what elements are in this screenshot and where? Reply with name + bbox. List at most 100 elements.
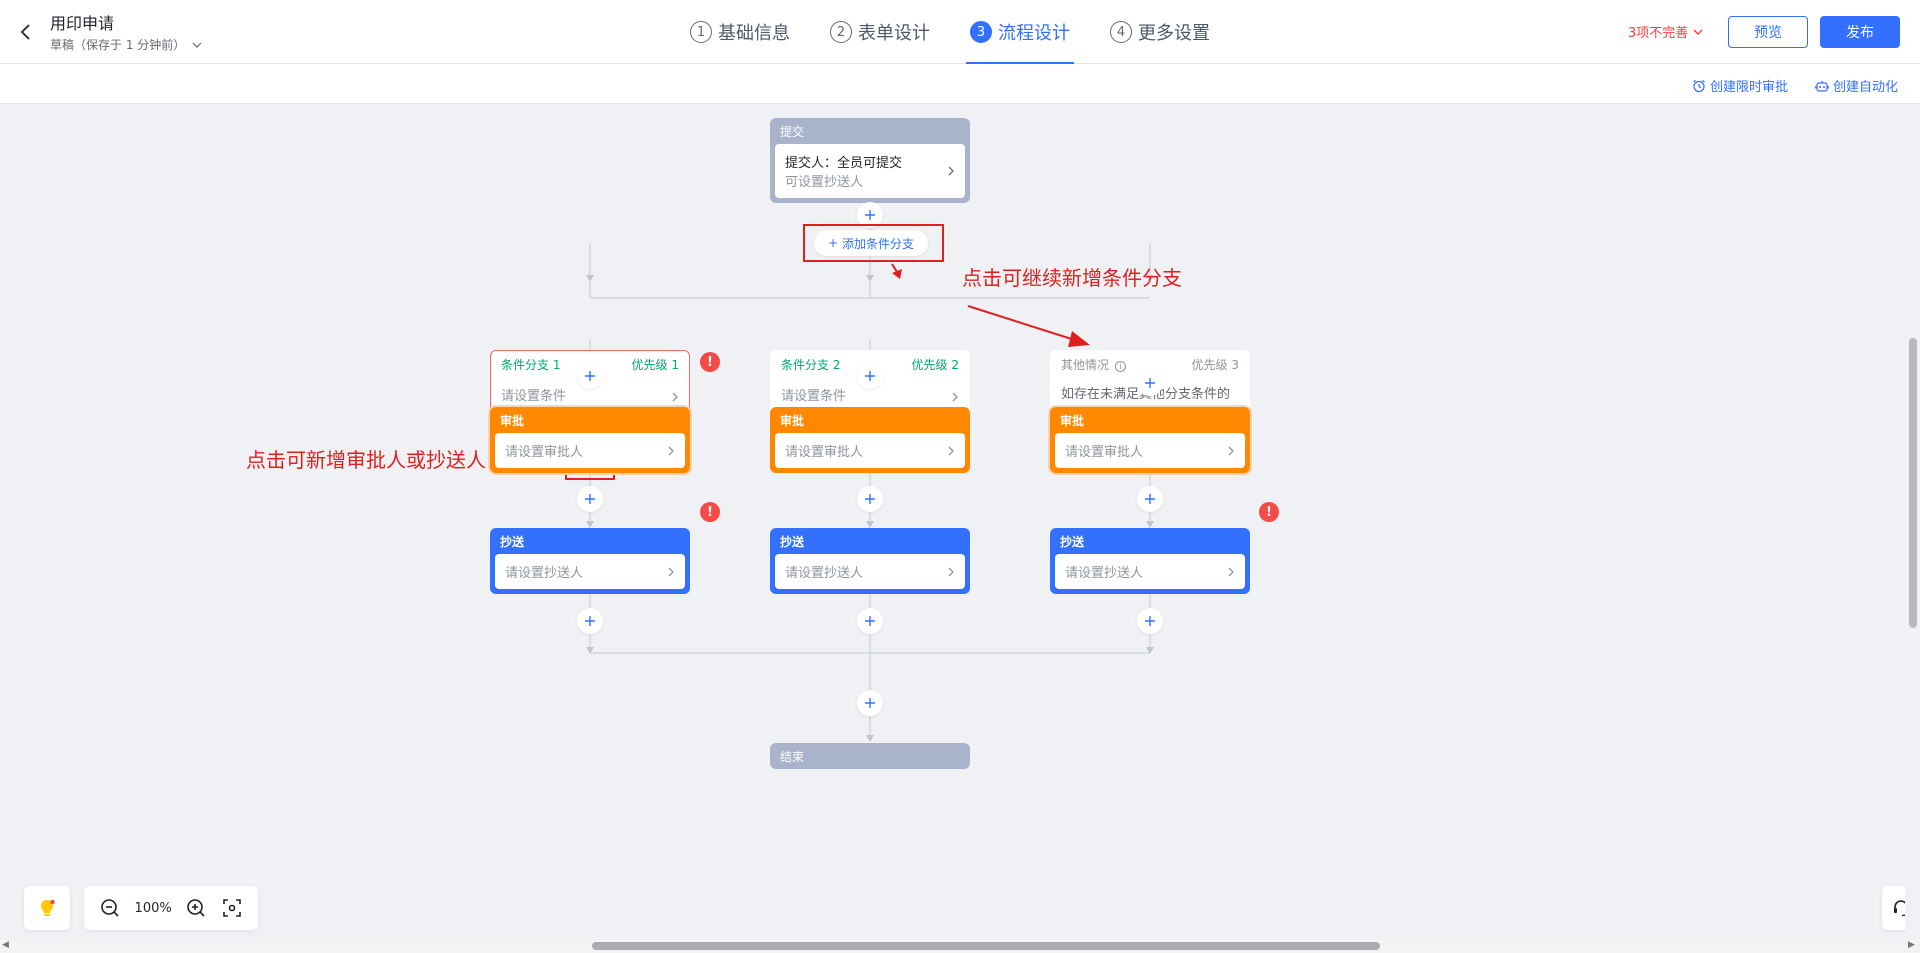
- add-node-button[interactable]: [1137, 608, 1163, 634]
- condition-branch-priority: 优先级 1: [631, 357, 679, 372]
- publish-button[interactable]: 发布: [1820, 16, 1900, 48]
- back-icon[interactable]: [14, 20, 38, 44]
- step-number: 1: [690, 21, 712, 43]
- chevron-right-icon: [672, 392, 678, 401]
- cc-hint-text: 可设置抄送人: [785, 175, 864, 190]
- cc-node-body[interactable]: 请设置抄送人: [1055, 554, 1245, 589]
- fit-screen-icon[interactable]: [221, 897, 243, 919]
- tab-form-design[interactable]: 2 表单设计: [830, 0, 930, 64]
- add-node-button[interactable]: [857, 363, 883, 389]
- horizontal-scrollbar-thumb[interactable]: [592, 942, 1380, 950]
- chevron-right-icon: [668, 446, 674, 455]
- cc-node-title: 抄送: [500, 534, 525, 549]
- approve-node-body[interactable]: 请设置审批人: [495, 433, 685, 468]
- lightbulb-icon: [41, 899, 55, 916]
- condition-branch-priority: 优先级 3: [1191, 357, 1239, 372]
- chevron-down-icon: [192, 42, 202, 48]
- tab-basic-info[interactable]: 1 基础信息: [690, 0, 790, 64]
- approver-placeholder: 请设置审批人: [505, 445, 584, 460]
- flow-connectors: [519, 189, 1154, 742]
- add-node-button[interactable]: [857, 202, 883, 228]
- plus-icon: [865, 698, 875, 708]
- add-node-button[interactable]: [857, 486, 883, 512]
- plus-icon: [585, 494, 595, 504]
- plus-icon: [865, 210, 875, 220]
- plus-icon: [1145, 378, 1155, 388]
- create-timed-approval-link[interactable]: 创建限时审批: [1692, 76, 1788, 95]
- annotation-add-branch-hint: 点击可继续新增条件分支: [962, 266, 1182, 290]
- tab-more-settings[interactable]: 4 更多设置: [1110, 0, 1210, 64]
- cc-node-2[interactable]: 抄送 请设置抄送人: [770, 528, 970, 594]
- annotation-highlight-box: [803, 224, 944, 262]
- create-automation-label: 创建自动化: [1833, 80, 1899, 95]
- plus-icon: [585, 616, 595, 626]
- create-automation-link[interactable]: 创建自动化: [1815, 76, 1898, 95]
- cc-node-body[interactable]: 请设置抄送人: [495, 554, 685, 589]
- approve-node-2[interactable]: 审批 请设置审批人: [770, 407, 970, 473]
- draft-status[interactable]: 草稿（保存于 1 分钟前）: [50, 36, 203, 53]
- approve-node-body[interactable]: 请设置审批人: [1055, 433, 1245, 468]
- submit-node-body[interactable]: 提交人：全员可提交 可设置抄送人: [775, 144, 965, 198]
- vertical-scrollbar-thumb[interactable]: [1909, 338, 1917, 628]
- add-node-button[interactable]: [577, 363, 603, 389]
- app-title: 用印申请: [50, 14, 115, 33]
- condition-branch-header: 其他情况 i 优先级 3: [1051, 351, 1249, 377]
- chevron-right-icon: [948, 166, 954, 176]
- cc-node-1[interactable]: 抄送 请设置抄送人: [490, 528, 690, 594]
- incomplete-text: 3项不完善: [1628, 26, 1689, 41]
- add-node-button[interactable]: [857, 608, 883, 634]
- add-node-button[interactable]: [857, 690, 883, 716]
- top-header: 用印申请 草稿（保存于 1 分钟前） 1 基础信息 2 表单设计 3 流程设计 …: [0, 0, 1920, 64]
- add-condition-branch-button[interactable]: + 添加条件分支: [814, 230, 928, 256]
- draft-status-text: 草稿（保存于 1 分钟前）: [50, 38, 186, 52]
- alarm-clock-icon: [1693, 79, 1705, 92]
- step-number: 2: [830, 21, 852, 43]
- incomplete-dropdown[interactable]: 3项不完善: [1628, 22, 1704, 41]
- approve-node-body[interactable]: 请设置审批人: [775, 433, 965, 468]
- flow-canvas[interactable]: 提交 提交人：全员可提交 可设置抄送人 + 添加条件分支 点击可继续新增条件分支…: [0, 105, 1905, 940]
- scroll-left-arrow-icon[interactable]: ◀: [2, 940, 9, 950]
- condition-placeholder: 请设置条件: [781, 389, 847, 404]
- plus-icon: [585, 371, 595, 381]
- tips-button[interactable]: [24, 886, 70, 930]
- zoom-out-icon[interactable]: [99, 897, 121, 919]
- error-icon: !: [700, 502, 720, 522]
- condition-branch-name: 条件分支 2: [781, 357, 841, 372]
- cc-node-title: 抄送: [780, 534, 805, 549]
- submit-node[interactable]: 提交 提交人：全员可提交 可设置抄送人: [770, 118, 970, 203]
- info-icon[interactable]: i: [1114, 360, 1126, 372]
- submitter-text: 提交人：全员可提交: [785, 156, 903, 171]
- approve-node-3[interactable]: 审批 请设置审批人: [1050, 407, 1250, 473]
- chevron-right-icon: [948, 567, 954, 576]
- step-number: 4: [1110, 21, 1132, 43]
- scroll-right-arrow-icon[interactable]: ▶: [1908, 940, 1915, 950]
- sub-toolbar: 创建限时审批 创建自动化: [0, 64, 1920, 104]
- add-node-button[interactable]: [577, 486, 603, 512]
- chevron-down-icon: [1693, 29, 1703, 35]
- add-node-button[interactable]: [577, 608, 603, 634]
- cc-placeholder: 请设置抄送人: [505, 566, 584, 581]
- approve-node-1[interactable]: 审批 请设置审批人: [490, 407, 690, 473]
- chevron-right-icon: [668, 567, 674, 576]
- add-branch-label: 添加条件分支: [842, 236, 915, 251]
- error-icon: !: [700, 352, 720, 372]
- tab-flow-design[interactable]: 3 流程设计: [966, 0, 1074, 64]
- submit-node-title: 提交: [780, 124, 805, 139]
- plus-icon: [1145, 494, 1155, 504]
- chevron-right-icon: [948, 446, 954, 455]
- error-icon: !: [1259, 502, 1279, 522]
- condition-placeholder: 请设置条件: [501, 389, 567, 404]
- preview-button[interactable]: 预览: [1728, 16, 1808, 48]
- zoom-level: 100%: [134, 900, 172, 916]
- cc-node-3[interactable]: 抄送 请设置抄送人: [1050, 528, 1250, 594]
- add-node-button[interactable]: [1137, 486, 1163, 512]
- zoom-in-icon[interactable]: [185, 897, 207, 919]
- cc-node-body[interactable]: 请设置抄送人: [775, 554, 965, 589]
- plus-icon: [1145, 616, 1155, 626]
- step-tabs: 1 基础信息 2 表单设计 3 流程设计 4 更多设置: [690, 0, 1250, 64]
- plus-icon: [865, 616, 875, 626]
- add-node-button[interactable]: [1137, 370, 1163, 396]
- condition-branch-header: 条件分支 1 优先级 1: [491, 351, 689, 377]
- chevron-right-icon: [952, 392, 958, 401]
- step-label: 更多设置: [1138, 23, 1210, 44]
